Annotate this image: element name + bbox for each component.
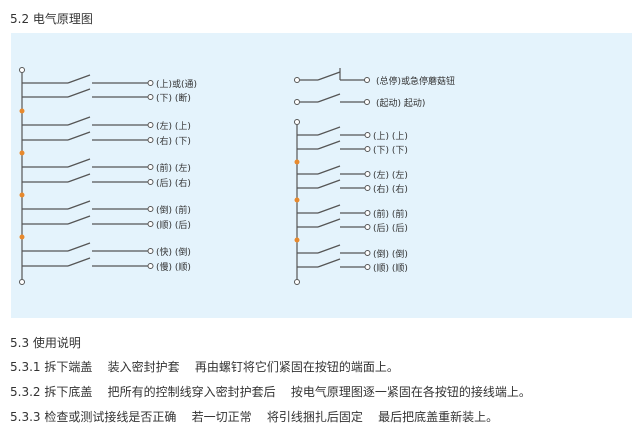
terminal-icon [364, 224, 371, 230]
switch-contact [317, 93, 341, 103]
switch-contact [67, 200, 91, 210]
left-label: (倒) (前) [156, 204, 191, 216]
junction-dot [294, 159, 300, 165]
terminal-icon [147, 137, 154, 143]
terminal-icon [364, 185, 371, 191]
terminal-icon [147, 94, 154, 100]
junction-dot [294, 197, 300, 203]
junction-dot [19, 192, 25, 198]
switch-contact [67, 116, 91, 126]
junction-dot [294, 237, 300, 243]
terminal-icon [147, 179, 154, 185]
switch-contact [317, 126, 341, 136]
schematic-panel [11, 33, 632, 318]
terminal-icon [147, 263, 154, 269]
terminal-icon [364, 264, 371, 270]
terminal-icon [364, 132, 371, 138]
left-label: (顺) (后) [156, 220, 191, 231]
right-label: (上) (上) [373, 131, 408, 142]
terminal-icon [294, 77, 300, 83]
terminal-icon [364, 77, 370, 83]
terminal-icon [364, 99, 370, 105]
right-label: (顺) (顺) [373, 263, 408, 274]
left-label: (前) (左) [156, 162, 191, 174]
terminal-icon [147, 122, 154, 128]
right-label: (左) (左) [373, 169, 408, 181]
switch-contact [67, 88, 91, 98]
usage-step-3: 5.3.3 检查或测试接线是否正确 若一切正常 将引线捆扎后固定 最后把底盖重新… [10, 410, 499, 424]
switch-contact [67, 257, 91, 267]
switch-contact [317, 258, 341, 268]
switch-contact [317, 71, 341, 81]
usage-step-2: 5.3.2 拆下底盖 把所有的控制线穿入密封护套后 按电气原理图逐一紧固在各按钮… [10, 385, 531, 399]
terminal-icon [19, 279, 25, 285]
switch-contact [67, 242, 91, 252]
terminal-icon [364, 171, 371, 177]
switch-contact [317, 140, 341, 150]
switch-contact [317, 218, 341, 228]
switch-contact [317, 244, 341, 254]
electrical-schematic: (上)或(通) (下) (断) (左) (上) (右) (下) (前) (左) (后) (… [19, 67, 455, 285]
right-label: (前) (前) [373, 208, 408, 220]
terminal-icon [364, 146, 371, 152]
switch-contact [67, 131, 91, 141]
right-label: (下) (下) [373, 146, 408, 156]
left-label: (上)或(通) [156, 78, 197, 90]
terminal-icon [147, 206, 154, 212]
junction-dot [19, 108, 25, 114]
right-label: (倒) (倒) [373, 248, 408, 260]
left-label: (下) (断) [156, 92, 191, 104]
terminal-icon [147, 80, 154, 86]
left-label: (后) (右) [156, 177, 191, 189]
switch-contact [317, 204, 341, 214]
terminal-icon [294, 119, 300, 125]
terminal-icon [147, 248, 154, 254]
terminal-icon [147, 221, 154, 227]
left-label: (快) (倒) [156, 246, 191, 258]
left-label: (左) (上) [156, 120, 191, 132]
terminal-icon [294, 279, 300, 285]
right-label: (后) (后) [373, 223, 408, 234]
left-label: (右) (下) [156, 135, 191, 147]
usage-step-1: 5.3.1 拆下端盖 装入密封护套 再由螺钉将它们紧固在按钮的端面上。 [10, 360, 399, 374]
switch-contact [67, 74, 91, 84]
right-top-label: (起动) 起动) [376, 98, 425, 109]
junction-dot [19, 234, 25, 240]
switch-contact [317, 165, 341, 175]
terminal-icon [147, 164, 154, 170]
switch-contact [67, 158, 91, 168]
right-top-label: (总停)或急停蘑菇钮 [376, 75, 455, 87]
switch-contact [317, 179, 341, 189]
terminal-icon [19, 67, 25, 73]
usage-title: 5.3 使用说明 [10, 336, 81, 350]
left-label: (慢) (顺) [156, 261, 191, 273]
terminal-icon [364, 250, 371, 256]
junction-dot [19, 150, 25, 156]
terminal-icon [294, 99, 300, 105]
terminal-icon [364, 210, 371, 216]
switch-contact [67, 173, 91, 183]
section-title: 5.2 电气原理图 [10, 12, 93, 26]
switch-contact [67, 215, 91, 225]
right-label: (右) (右) [373, 183, 408, 195]
